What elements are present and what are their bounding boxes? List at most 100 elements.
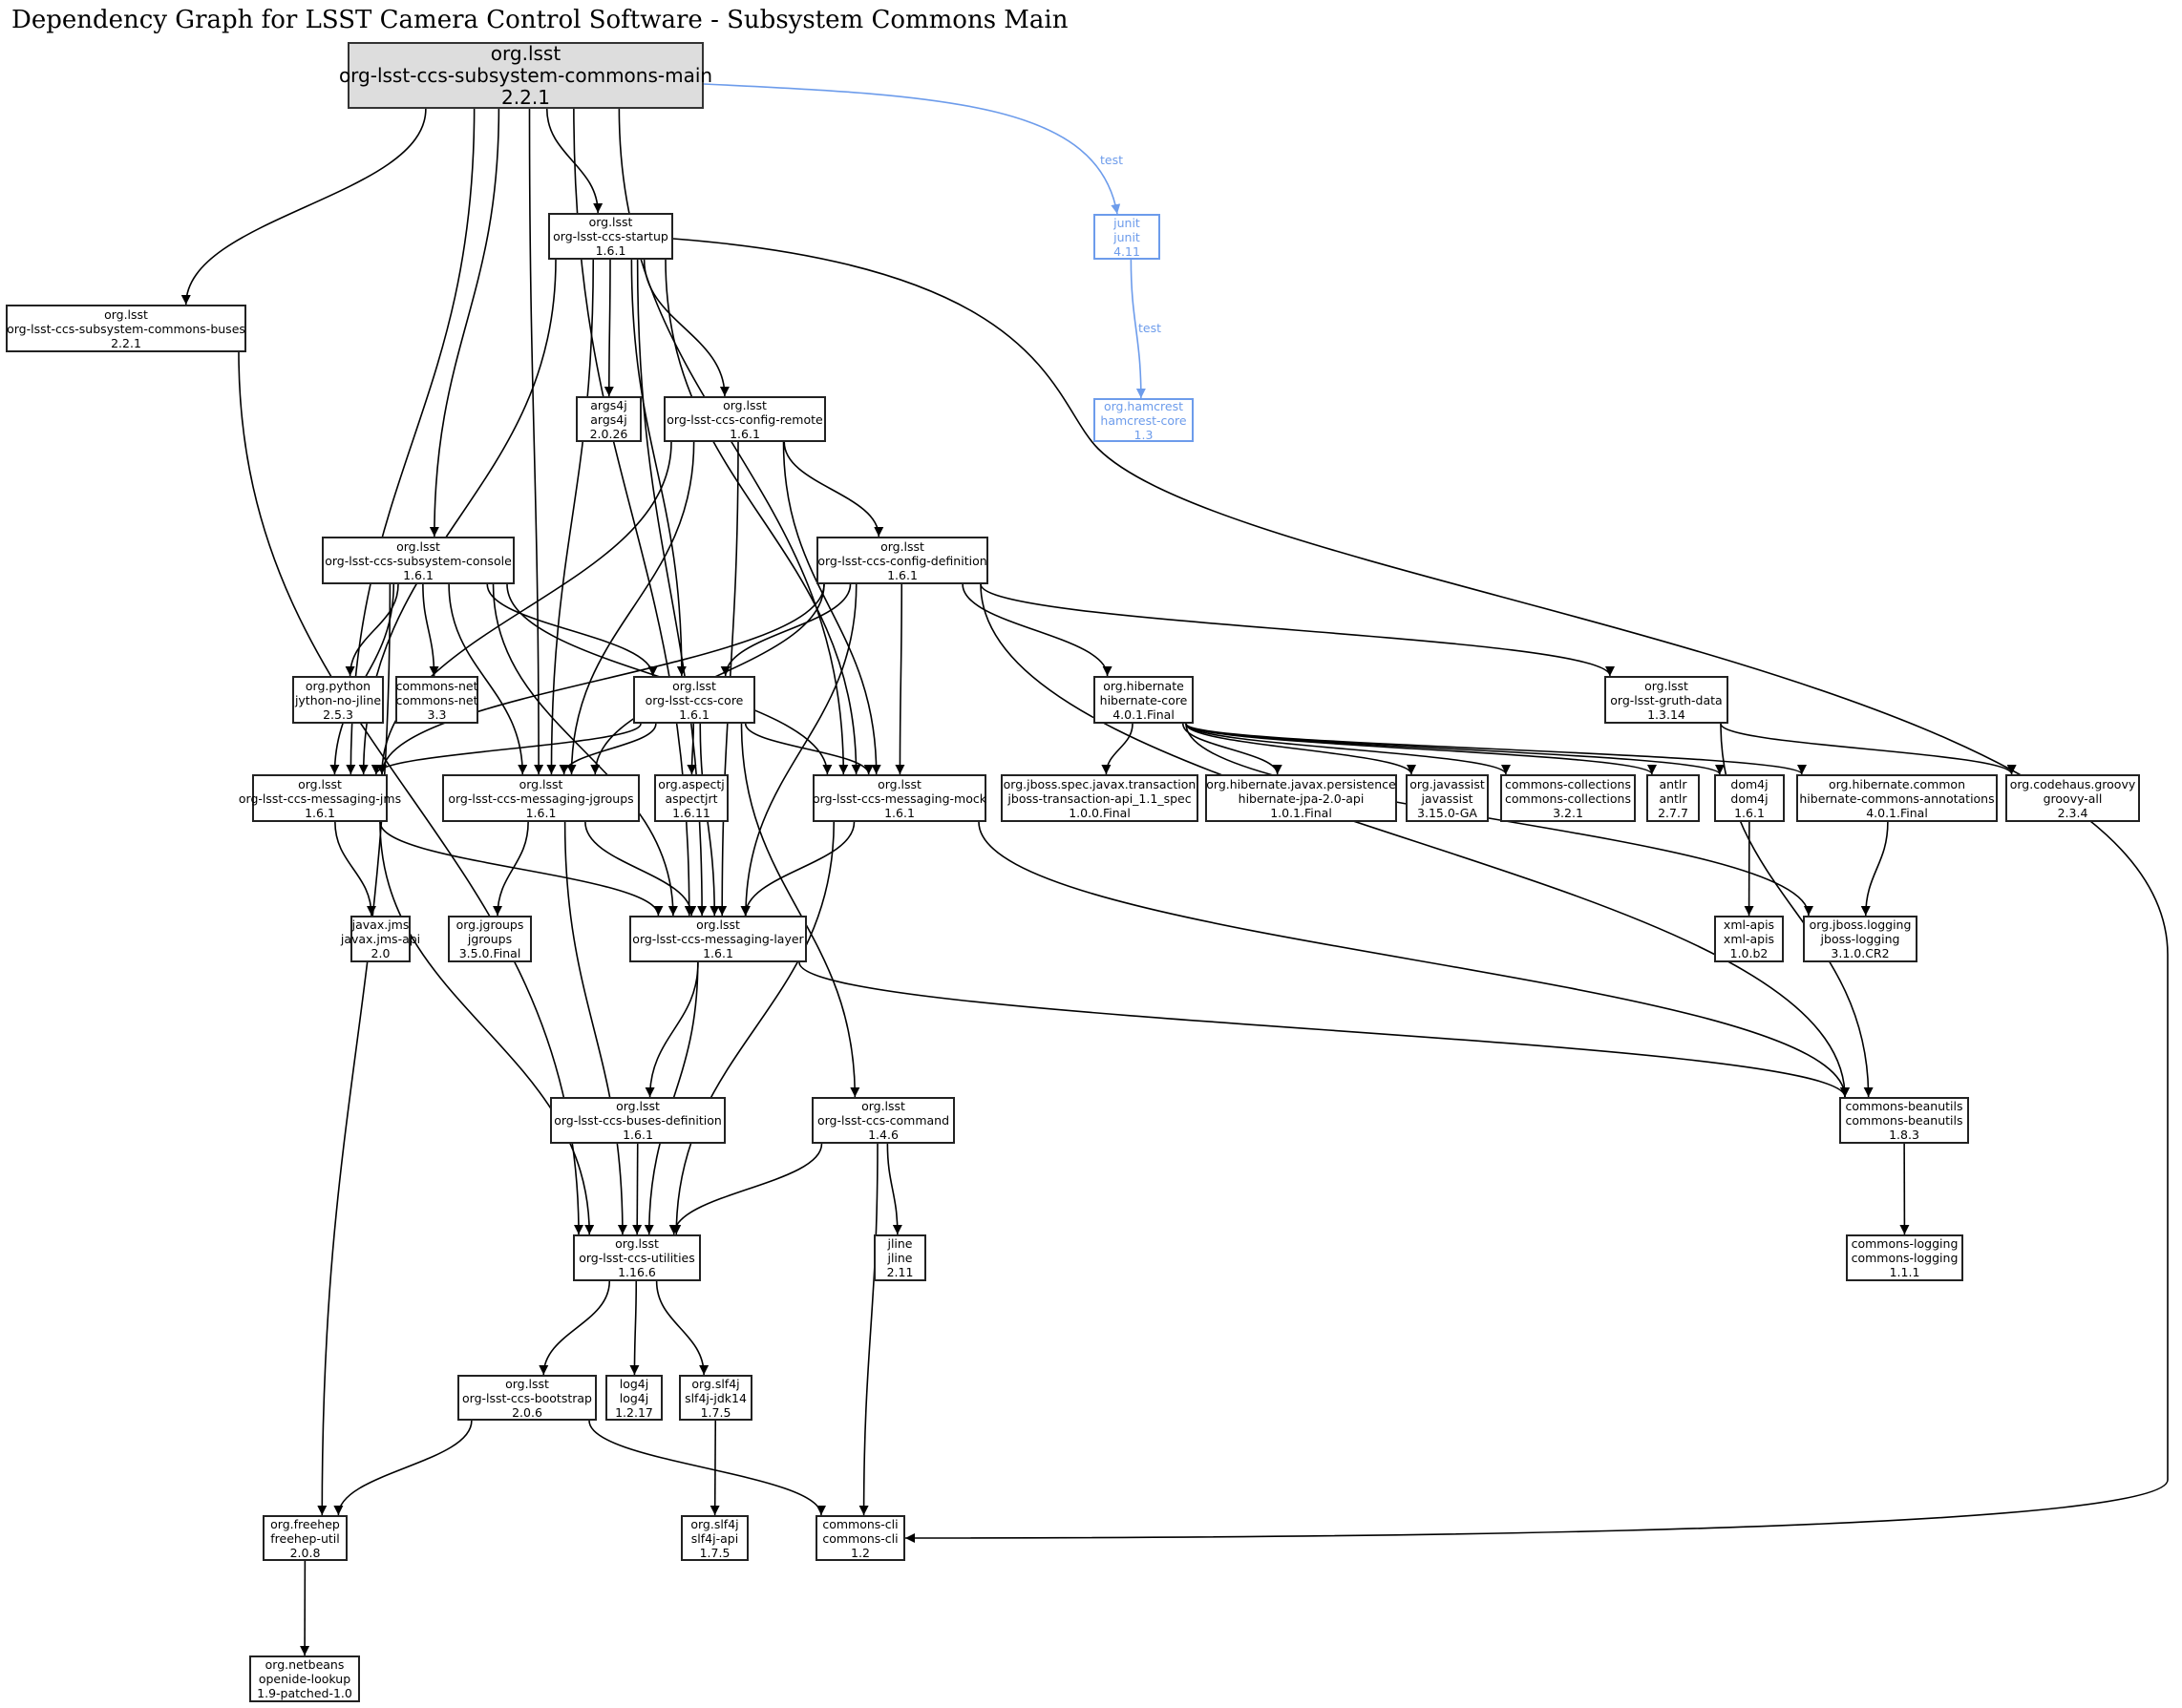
node-artifact: groovy-all <box>2043 791 2103 806</box>
edge-mock-to-beanutils <box>978 821 1850 1098</box>
edge-label-main-junit: test <box>1100 153 1124 167</box>
edge-busesdef-to-utilities <box>632 1143 643 1235</box>
node-version: 4.0.1.Final <box>1112 706 1175 722</box>
edge-command-to-utilities <box>668 1143 823 1235</box>
node-artifact: org-lsst-gruth-data <box>1610 692 1723 707</box>
node-version: 1.9-patched-1.0 <box>257 1686 352 1700</box>
node-artifact: javax.jms-api <box>340 932 421 946</box>
node-version: 2.0 <box>371 946 391 960</box>
node-group: org.slf4j <box>690 1516 739 1531</box>
edge-cfgdef-to-beanutils <box>980 583 1850 1098</box>
edge-jgroups-to-utilities <box>563 821 627 1235</box>
node-artifact: log4j <box>619 1390 649 1405</box>
edge-console-to-cnet <box>422 583 439 677</box>
node-version: 1.6.11 <box>672 805 710 820</box>
edge-console-to-core <box>486 583 658 677</box>
node-artifact: org-lsst-ccs-command <box>816 1113 950 1128</box>
node-group: org.lsst <box>880 538 924 554</box>
edge-core-to-jgroups <box>559 723 657 775</box>
edge-hibcore-to-hibcommon <box>1185 723 1807 775</box>
edge-main-to-jgroups <box>528 108 544 775</box>
node-group: org.hibernate.javax.persistence <box>1206 776 1396 791</box>
edge-bootstrap-to-ccli <box>588 1420 826 1516</box>
edge-utilities-to-bootstrap <box>539 1280 611 1376</box>
node-artifact: org-lsst-ccs-messaging-mock <box>813 791 986 806</box>
node-group: commons-beanutils <box>1845 1099 1963 1113</box>
node-version: 1.0.1.Final <box>1270 805 1332 820</box>
node-version: 3.5.0.Final <box>458 946 521 960</box>
node-version: 1.6.1 <box>730 426 760 441</box>
node-artifact: org-lsst-ccs-subsystem-console <box>325 553 512 568</box>
node-group: org.lsst <box>672 678 716 693</box>
node-group: log4j <box>619 1376 649 1391</box>
node-artifact: commons-logging <box>1851 1251 1959 1265</box>
node-artifact: commons-cli <box>822 1530 899 1546</box>
node-group: org.lsst <box>861 1099 905 1113</box>
node-artifact: hibernate-jpa-2.0-api <box>1238 791 1365 806</box>
node-artifact: xml-apis <box>1723 932 1775 946</box>
node-group: org.lsst <box>505 1376 549 1391</box>
node-version: 1.0.0.Final <box>1069 805 1131 820</box>
node-version: 3.15.0-GA <box>1417 805 1477 820</box>
node-group: org.netbeans <box>265 1657 345 1672</box>
edge-console-to-jgroups <box>448 583 528 775</box>
node-version: 1.6.1 <box>1734 805 1765 820</box>
edge-core-to-jms <box>371 723 642 775</box>
node-artifact: org-lsst-ccs-bootstrap <box>462 1390 592 1405</box>
edge-jms-to-javaxjms <box>334 821 376 917</box>
edge-cfgremote-to-jms <box>377 441 672 775</box>
node-artifact: slf4j-api <box>690 1530 739 1546</box>
node-artifact: org-lsst-ccs-startup <box>553 229 668 243</box>
node-version: 1.6.1 <box>595 243 626 258</box>
node-group: org.hibernate.common <box>1828 776 1965 791</box>
node-group: org.lsst <box>1644 678 1688 693</box>
edge-startup-to-cfgremote <box>643 259 730 397</box>
node-artifact: commons-collections <box>1505 791 1631 806</box>
node-version: 1.3.14 <box>1647 706 1685 722</box>
